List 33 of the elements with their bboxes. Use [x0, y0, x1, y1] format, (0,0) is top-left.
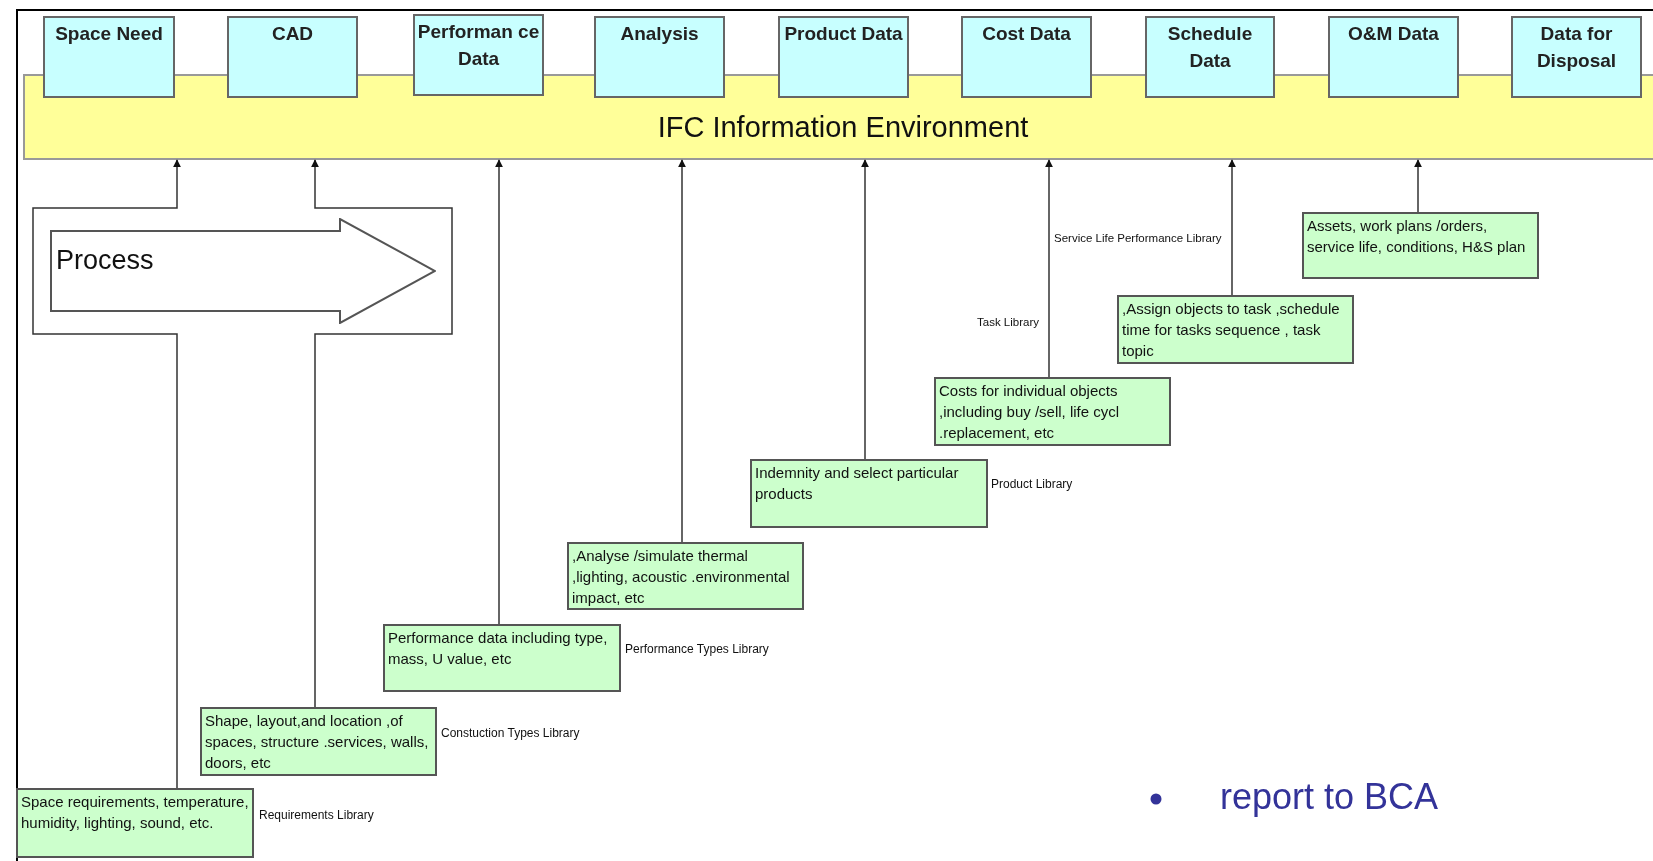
arrow — [1045, 159, 1053, 378]
arrow — [1414, 159, 1422, 213]
data-box: O&M Data — [1328, 16, 1459, 98]
description-box: Costs for individual objects ,including buy /sell, life cycl .replacement, etc — [934, 377, 1171, 446]
data-box: Product Data — [778, 16, 909, 98]
arrow — [861, 159, 869, 460]
data-box: Data for Disposal — [1511, 16, 1642, 98]
description-box: Assets, work plans /orders, service life, conditions, H&S plan — [1302, 212, 1539, 279]
data-box: Cost Data — [961, 16, 1092, 98]
note-text: report to BCA — [1220, 776, 1439, 817]
description-box: ,Analyse /simulate thermal ,lighting, acoustic .environmental impact, etc — [567, 542, 804, 610]
data-box: CAD — [227, 16, 358, 98]
description-box: ,Assign objects to task ,schedule time for tasks sequence , task topic — [1117, 295, 1354, 364]
arrow — [678, 159, 686, 543]
library-label: Service Life Performance Library — [1054, 232, 1222, 244]
data-box: Analysis — [594, 16, 725, 98]
library-label: Performance Types Library — [625, 642, 769, 656]
arrow — [495, 159, 503, 625]
description-box: Indemnity and select particular products — [750, 459, 988, 528]
library-label: Product Library — [991, 477, 1073, 491]
library-label: Constuction Types Library — [441, 726, 580, 740]
process-label: Process — [56, 245, 154, 276]
description-box: Space requirements, temperature, humidity, lighting, sound, etc. — [16, 788, 254, 858]
arrow — [1228, 159, 1236, 296]
arrow — [32, 159, 181, 789]
data-box: Space Need — [43, 16, 175, 98]
library-label: Requirements Library — [259, 808, 374, 822]
arrow — [311, 159, 453, 708]
description-box: Shape, layout,and location ,of spaces, structure .services, walls, doors, etc — [200, 707, 437, 776]
description-box: Performance data including type, mass, U value, etc — [383, 624, 621, 692]
data-box: Performan ce Data — [413, 14, 544, 96]
library-label: Task Library — [977, 316, 1039, 328]
data-box: Schedule Data — [1145, 16, 1275, 98]
